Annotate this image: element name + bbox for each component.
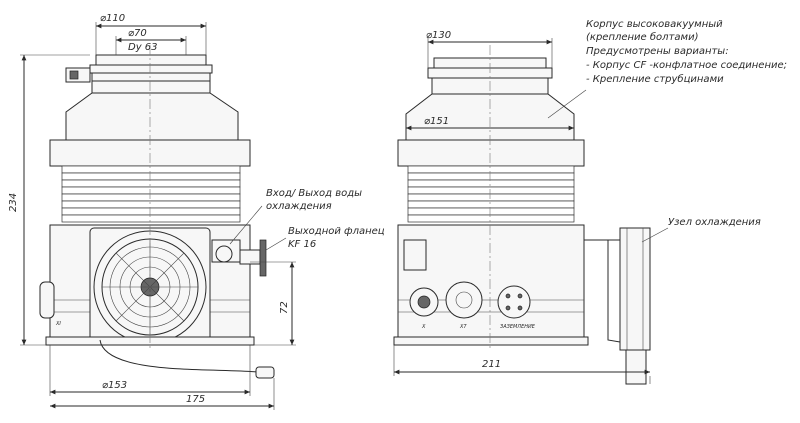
power-cable bbox=[99, 339, 259, 373]
kf16-flange bbox=[259, 239, 267, 277]
label-housing-5: - Крепление струбцинами bbox=[586, 73, 724, 85]
label-housing-4: - Корпус CF -конфлатное соединение; bbox=[586, 60, 787, 71]
dim-height-234: 234 bbox=[8, 193, 19, 212]
upper-housing bbox=[65, 92, 239, 141]
side-cooling-fins bbox=[407, 165, 575, 223]
label-cooling-unit: Узел охлаждения bbox=[668, 217, 761, 228]
dim-d130: ⌀130 bbox=[426, 30, 451, 41]
side-cylinder-band bbox=[397, 139, 585, 167]
port-label-x: X bbox=[421, 324, 426, 330]
inlet-flange-top bbox=[95, 54, 207, 66]
side-fitting-box bbox=[403, 239, 427, 271]
port-label-ground: ЗАЗЕМЛЕНИЕ bbox=[500, 324, 536, 330]
inlet-flange-base bbox=[91, 72, 211, 82]
cable-plug bbox=[255, 366, 275, 379]
dim-d70: ⌀70 bbox=[128, 28, 147, 39]
dim-width-211: 211 bbox=[482, 359, 501, 370]
side-lower-body bbox=[397, 224, 585, 338]
side-base-plate bbox=[393, 336, 589, 346]
dim-d151: ⌀151 bbox=[424, 116, 449, 127]
inlet-flange-rim bbox=[89, 64, 213, 74]
dim-d110: ⌀110 bbox=[100, 13, 125, 24]
front-view: XI ⌀110 ⌀70 Dy 63 234 72 ⌀153 175 bbox=[8, 13, 385, 410]
label-flange-2: KF 16 bbox=[288, 239, 316, 250]
dim-height-72: 72 bbox=[279, 301, 290, 314]
label-water-2: охлаждения bbox=[266, 201, 332, 212]
cooling-unit bbox=[619, 227, 651, 351]
label-housing-2: (крепление болтами) bbox=[586, 31, 698, 43]
dim-dy63: Dy 63 bbox=[128, 42, 158, 53]
side-fitting-nut bbox=[69, 70, 79, 80]
dim-width-175: 175 bbox=[186, 394, 205, 405]
dim-d153: ⌀153 bbox=[102, 380, 127, 391]
connector-ground bbox=[497, 285, 531, 319]
connector-x7 bbox=[445, 281, 483, 319]
label-water-1: Вход/ Выход воды bbox=[266, 188, 362, 199]
label-housing-1: Корпус высоковакуумный bbox=[586, 19, 723, 30]
label-housing-3: Предусмотрены варианты: bbox=[586, 46, 729, 57]
cooling-pipe bbox=[607, 240, 621, 343]
pump-neck bbox=[91, 80, 211, 94]
left-connector bbox=[39, 281, 55, 319]
cooling-fins bbox=[61, 165, 241, 223]
port-label-left: XI bbox=[55, 321, 61, 327]
port-label-x7: X7 bbox=[459, 324, 467, 330]
label-flange-1: Выходной фланец bbox=[288, 226, 385, 237]
cooling-unit-foot bbox=[625, 349, 647, 385]
side-view: X X7 ЗАЗЕМЛЕНИЕ ⌀130 ⌀151 211 Корпус выс… bbox=[393, 19, 787, 385]
